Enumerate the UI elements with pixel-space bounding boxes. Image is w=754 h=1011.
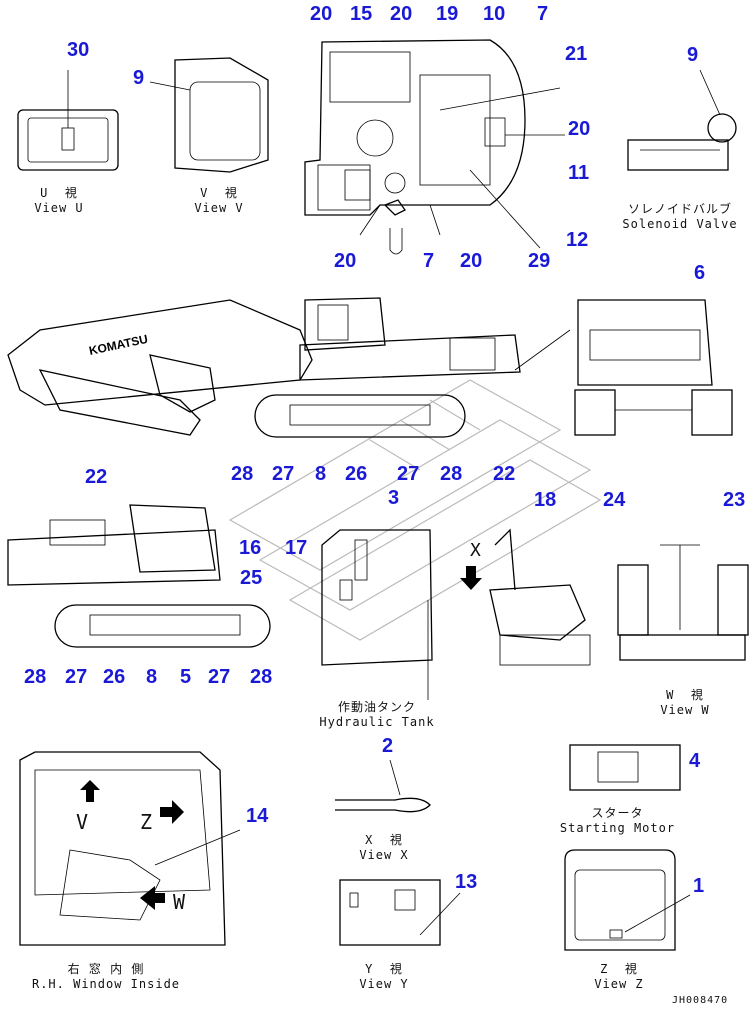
callout-25: 25	[240, 567, 263, 589]
excavator-side-drawing: KOMATSU	[7, 297, 571, 438]
callout-27: 27	[208, 666, 231, 688]
callout-8: 8	[146, 666, 158, 688]
callout-15: 15	[350, 3, 373, 25]
callout-20: 20	[390, 3, 413, 25]
callout-6: 6	[694, 262, 706, 284]
view-y-drawing	[339, 879, 461, 946]
callout-20: 20	[310, 3, 333, 25]
callout-13: 13	[455, 871, 478, 893]
callout-22: 22	[85, 466, 108, 488]
callout-28: 28	[250, 666, 273, 688]
callout-27: 27	[397, 463, 420, 485]
callout-27: 27	[272, 463, 295, 485]
callout-14: 14	[246, 805, 269, 827]
callout-20: 20	[460, 250, 483, 272]
caption-hydraulic-tank: 作動油タンク Hydraulic Tank	[319, 700, 435, 729]
view-u-drawing	[17, 70, 119, 171]
callout-30: 30	[67, 39, 90, 61]
callout-28: 28	[231, 463, 254, 485]
caption-rh-window-inside: 右 窓 内 側 R.H. Window Inside	[31, 962, 181, 991]
top-view-drawing	[304, 39, 565, 255]
caption-view-y: Y 視 View Y	[359, 962, 409, 991]
caption-solenoid-valve: ソレノイドバルブ Solenoid Valve	[622, 202, 738, 231]
solenoid-valve-drawing	[627, 69, 737, 171]
document-id: JH008470	[672, 995, 729, 1006]
callout-23: 23	[723, 489, 746, 511]
callout-28: 28	[24, 666, 47, 688]
callout-12: 12	[566, 229, 589, 251]
brand-mark-boom: KOMATSU	[88, 332, 149, 358]
rh-window-drawing	[19, 751, 241, 946]
watermark-logo	[228, 379, 602, 641]
callout-22: 22	[493, 463, 516, 485]
callout-7: 7	[537, 3, 549, 25]
callout-26: 26	[345, 463, 368, 485]
rear-view-drawing	[574, 299, 733, 436]
caption-view-w: W 視 View W	[660, 688, 710, 717]
callout-16: 16	[239, 537, 262, 559]
callout-17: 17	[285, 537, 308, 559]
callout-5: 5	[180, 666, 192, 688]
callout-20: 20	[568, 118, 591, 140]
callout-24: 24	[603, 489, 626, 511]
callout-20: 20	[334, 250, 357, 272]
caption-view-x: X 視 View X	[359, 833, 409, 862]
callout-9: 9	[687, 44, 699, 66]
callout-21: 21	[565, 43, 588, 65]
view-letter-v: V	[76, 810, 90, 834]
view-x-drawing	[335, 759, 431, 813]
caption-view-u: U 視 View U	[34, 186, 84, 215]
starting-motor-drawing	[569, 744, 681, 791]
rh-side-drawing	[7, 504, 271, 648]
callout-10: 10	[483, 3, 506, 25]
caption-view-z: Z 視 View Z	[594, 962, 644, 991]
view-letter-w: W	[173, 890, 187, 914]
callout-18: 18	[534, 489, 557, 511]
tank-view-x-drawing	[460, 528, 591, 666]
callout-19: 19	[436, 3, 459, 25]
hydraulic-tank-drawing	[321, 529, 433, 700]
callout-29: 29	[528, 250, 551, 272]
callout-1: 1	[693, 875, 705, 897]
callout-27: 27	[65, 666, 88, 688]
callout-9: 9	[133, 67, 145, 89]
caption-starting-motor: スタータ Starting Motor	[559, 806, 676, 835]
view-letter-z: Z	[140, 810, 154, 834]
callout-7: 7	[423, 250, 435, 272]
callout-3: 3	[388, 487, 400, 509]
callout-4: 4	[689, 750, 701, 772]
view-z-drawing	[564, 849, 691, 951]
callout-28: 28	[440, 463, 463, 485]
view-v-drawing	[149, 57, 269, 173]
callout-2: 2	[382, 735, 394, 757]
caption-view-v: V 視 View V	[194, 186, 244, 215]
view-letter-x: X	[470, 540, 482, 561]
view-w-drawing	[617, 544, 749, 661]
callout-11: 11	[568, 162, 590, 184]
callout-26: 26	[103, 666, 126, 688]
callout-8: 8	[315, 463, 327, 485]
